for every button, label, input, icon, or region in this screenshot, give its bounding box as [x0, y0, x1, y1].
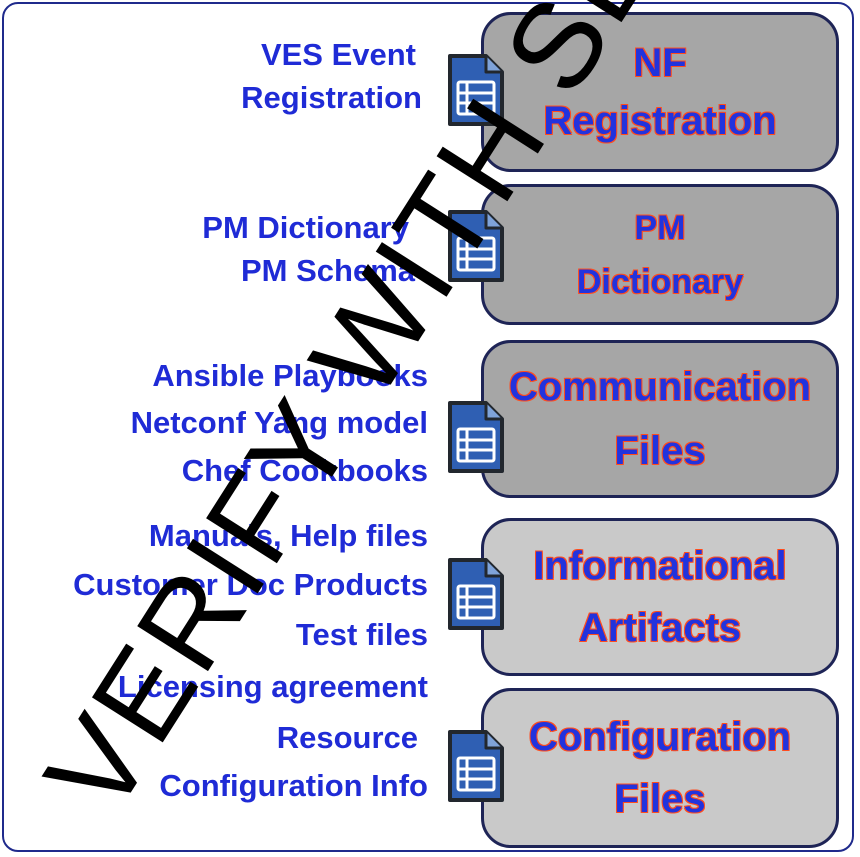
box-communication-files: Communication Files [481, 340, 839, 498]
box-pm-dictionary-line2: Dictionary [576, 262, 744, 301]
config-labels: Resource Configuration Info [159, 715, 428, 811]
document-list-icon [448, 730, 504, 802]
label-pm-schema: PM Schema [240, 253, 415, 288]
comm-labels: Ansible Playbooks Netconf Yang model Che… [131, 353, 428, 495]
box-configuration-files-line1: Configuration [528, 715, 792, 759]
label-configuration-info: Configuration Info [159, 768, 428, 803]
label-netconf-yang-model: Netconf Yang model [130, 405, 428, 440]
label-chef-cookbooks: Chef Cookbooks [181, 453, 428, 488]
box-nf-registration: NF Registration [481, 12, 839, 172]
document-list-icon [448, 210, 504, 282]
label-pm-dictionary: PM Dictionary [202, 210, 409, 245]
document-list-icon [448, 558, 504, 630]
box-informational-artifacts-line1: Informational [533, 544, 787, 588]
label-manuals-help-files: Manuals, Help files [148, 518, 428, 553]
info-labels: Manuals, Help files Customer Doc Product… [73, 511, 428, 713]
label-customer-doc-products: Customer Doc Products [73, 567, 428, 602]
pm-labels: PM Dictionary PM Schema [202, 206, 415, 292]
box-pm-dictionary: PM Dictionary [481, 184, 839, 325]
box-nf-registration-line1: NF [633, 41, 687, 85]
box-configuration-files: Configuration Files [481, 688, 839, 848]
label-registration: Registration [241, 80, 422, 115]
document-list-icon [448, 54, 504, 126]
box-nf-registration-line2: Registration [543, 99, 777, 143]
box-communication-files-line2: Files [614, 429, 706, 473]
label-licensing-agreement: Licensing agreement [117, 669, 428, 704]
label-ves-event: VES Event [260, 37, 416, 72]
label-test-files: Test files [295, 617, 428, 652]
box-configuration-files-line2: Files [614, 777, 706, 821]
box-pm-dictionary-line1: PM [634, 208, 686, 247]
box-communication-files-line1: Communication [508, 365, 812, 409]
box-informational-artifacts: Informational Artifacts [481, 518, 839, 676]
document-list-icon [448, 401, 504, 473]
box-informational-artifacts-line2: Artifacts [578, 606, 742, 650]
label-resource: Resource [276, 720, 418, 755]
nf-labels: VES Event Registration [241, 33, 422, 119]
label-ansible-playbooks: Ansible Playbooks [152, 358, 428, 393]
watermark-text: VERIFY WITH SDC TEAM [19, 0, 860, 836]
